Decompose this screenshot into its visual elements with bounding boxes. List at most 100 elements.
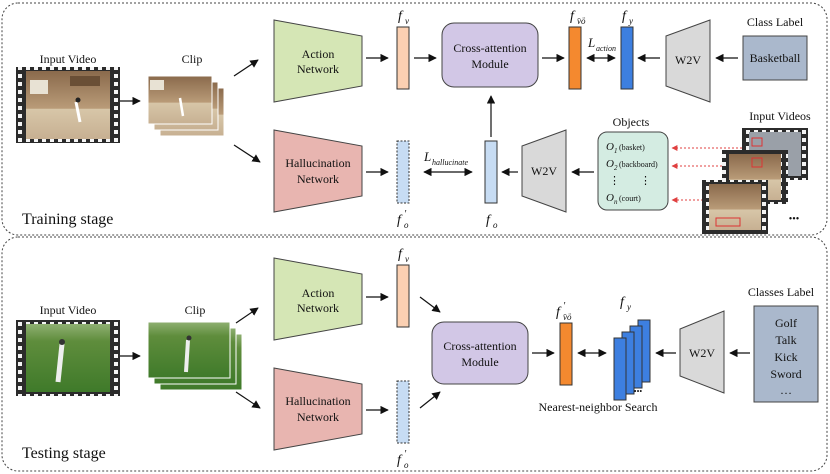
svg-text:hallucinate: hallucinate (432, 158, 468, 167)
training-cross-attention-module (441, 22, 539, 88)
input-videos-stack (702, 128, 808, 234)
arrow-train-clip-to-hallucination (233, 144, 261, 163)
training-fo-prime-feature (396, 140, 410, 204)
classes-label-box (753, 305, 819, 403)
svg-text:′: ′ (404, 449, 407, 460)
training-fv-feature (396, 26, 410, 90)
svg-text:action: action (596, 44, 616, 53)
testing-w2v-label: W2V (689, 346, 715, 360)
testing-fv-feature (396, 264, 410, 328)
svg-text:f: f (620, 295, 626, 310)
training-fo-prime-label: f o ′ (397, 209, 409, 230)
training-fvo-feature (568, 26, 582, 90)
testing-fy-stack (613, 319, 651, 401)
classes-label-title: Classes Label (748, 285, 815, 299)
arrow-test-fo-prime-to-cross-attention (419, 391, 441, 409)
training-action-network (273, 19, 363, 103)
training-action-network-line2: Network (297, 62, 339, 76)
testing-input-video-thumbnail (16, 320, 120, 396)
training-hallucination-network-line1: Hallucination (285, 156, 350, 170)
testing-action-network (273, 257, 363, 341)
svg-text:f: f (556, 305, 562, 320)
class-label-box (742, 35, 808, 81)
svg-text:y: y (626, 302, 631, 312)
class-item-golf: Golf (775, 316, 797, 330)
svg-text:L: L (423, 149, 431, 164)
svg-text:f: f (622, 9, 628, 24)
testing-action-network-line2: Network (297, 301, 339, 315)
svg-text:1: 1 (614, 147, 618, 155)
svg-text:o: o (404, 220, 409, 230)
svg-text:f: f (486, 213, 492, 228)
class-label-value: Basketball (750, 51, 801, 65)
testing-hallucination-network-line1: Hallucination (285, 394, 350, 408)
training-fo-label: f o (486, 213, 498, 230)
svg-text:o: o (404, 460, 409, 470)
testing-stage-panel (1, 236, 828, 472)
testing-fv-label: f v (398, 247, 409, 264)
training-clip-stack (147, 75, 225, 137)
testing-cross-attention-line1: Cross-attention (443, 339, 516, 353)
testing-fy-stack-dots: ••• (634, 387, 643, 396)
class-item-kick: Kick (774, 350, 797, 364)
testing-fo-prime-label: f o ′ (397, 449, 409, 470)
testing-clip-label: Clip (185, 303, 206, 317)
svg-text:v̈ö: v̈ö (563, 312, 572, 322)
training-w2v-objects-label: W2V (531, 164, 557, 178)
training-fy-label: f y (622, 9, 633, 26)
svg-text:n: n (614, 198, 618, 206)
testing-cross-attention-line2: Module (461, 355, 498, 369)
training-w2v-objects (521, 129, 567, 213)
svg-text:v: v (405, 16, 409, 26)
testing-clip-stack (147, 321, 243, 391)
loss-action-label: L action (587, 35, 616, 53)
training-input-video-thumbnail (16, 67, 120, 143)
testing-fvo-prime-label: f v̈ö ′ (556, 301, 572, 322)
svg-text:O: O (606, 158, 614, 170)
object-item-1: O 1 (basket) (606, 141, 645, 155)
svg-text:v̈ö: v̈ö (577, 16, 586, 26)
training-input-video-label: Input Video (40, 52, 97, 66)
svg-text:(court): (court) (619, 194, 641, 203)
svg-text:2: 2 (614, 164, 618, 172)
svg-text:(backboard): (backboard) (619, 160, 658, 169)
svg-text:L: L (587, 35, 595, 50)
training-fy-feature (620, 26, 634, 90)
training-hallucination-network (273, 129, 363, 213)
training-fvo-label: f v̈ö (570, 9, 586, 26)
loss-hallucinate-label: L hallucinate (423, 149, 468, 167)
svg-text:f: f (398, 9, 404, 24)
class-item-talk: Talk (775, 333, 796, 347)
class-item-sword: Sword (770, 367, 801, 381)
training-stage-label: Training stage (22, 211, 113, 228)
svg-text:O: O (606, 141, 614, 153)
testing-input-video-label: Input Video (40, 303, 97, 317)
object-item-2: O 2 (backboard) (606, 158, 658, 172)
svg-text:O: O (606, 192, 614, 204)
svg-text:′: ′ (563, 301, 566, 312)
testing-stage-label: Testing stage (22, 445, 106, 462)
training-hallucination-network-line2: Network (297, 172, 339, 186)
object-item-n: O n (court) (606, 192, 641, 206)
testing-hallucination-network-line2: Network (297, 410, 339, 424)
svg-text:f: f (397, 213, 403, 228)
testing-hallucination-network (273, 367, 363, 451)
svg-text:f: f (570, 9, 576, 24)
svg-text:v: v (405, 254, 409, 264)
svg-text:f: f (397, 453, 403, 468)
class-item-more: … (780, 383, 792, 397)
arrow-test-clip-to-hallucination (235, 391, 261, 409)
testing-fy-label: f y (620, 295, 631, 312)
training-stage-panel (1, 2, 828, 236)
arrow-test-clip-to-action (235, 307, 259, 324)
input-videos-more: ••• (789, 214, 800, 225)
class-label-title: Class Label (747, 15, 804, 29)
objects-title: Objects (613, 115, 650, 129)
objects-box (597, 131, 669, 211)
training-clip-label: Clip (182, 52, 203, 66)
testing-w2v (679, 310, 725, 394)
training-fv-label: f v (398, 9, 409, 26)
input-videos-label: Input Videos (749, 109, 811, 123)
training-w2v-top (665, 19, 711, 103)
